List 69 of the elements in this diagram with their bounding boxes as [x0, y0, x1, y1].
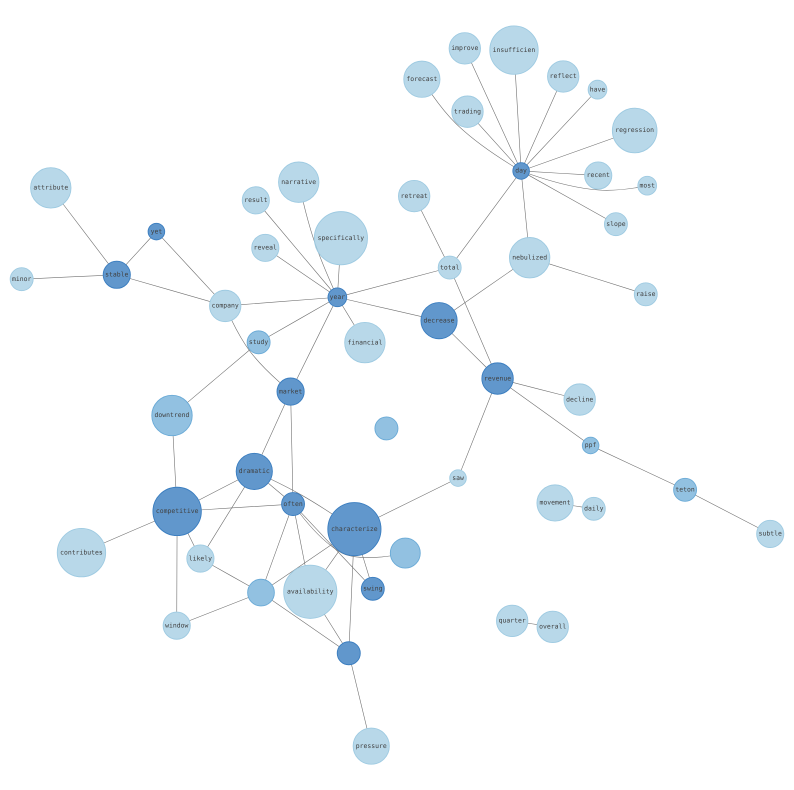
- connector: [104, 520, 155, 544]
- connector: [272, 544, 333, 586]
- node-circle: [374, 416, 398, 440]
- connector: [189, 597, 249, 621]
- connector: [528, 174, 606, 219]
- connector: [342, 305, 355, 326]
- connector: [524, 90, 558, 164]
- connector: [188, 533, 195, 547]
- connector: [512, 382, 565, 396]
- connector: [526, 96, 592, 166]
- connector: [294, 515, 306, 566]
- connector: [325, 550, 340, 570]
- connector: [201, 504, 282, 510]
- connector: [420, 210, 445, 258]
- connector: [176, 535, 178, 612]
- connector: [130, 278, 210, 302]
- connector: [346, 299, 422, 317]
- connector: [454, 278, 492, 364]
- connector: [515, 74, 521, 164]
- connector: [471, 62, 518, 164]
- connector: [454, 268, 514, 311]
- connector: [478, 123, 516, 165]
- connector: [527, 622, 538, 625]
- connector: [240, 298, 328, 306]
- connector: [290, 404, 294, 493]
- connector: [32, 275, 104, 279]
- connector: [265, 514, 290, 580]
- connector: [270, 478, 333, 514]
- connector: [324, 614, 343, 644]
- connector: [346, 270, 439, 296]
- connector: [598, 448, 675, 486]
- connector: [351, 664, 368, 729]
- connector: [572, 505, 583, 508]
- connector: [529, 171, 585, 175]
- connector: [432, 94, 514, 168]
- connector: [528, 174, 638, 191]
- connector: [510, 387, 584, 441]
- connector: [62, 204, 109, 264]
- connector: [162, 237, 215, 295]
- connector: [262, 404, 286, 456]
- connector: [296, 306, 334, 380]
- connector: [276, 255, 330, 292]
- connector: [272, 600, 340, 647]
- node-circle: [247, 578, 275, 606]
- node-circle: [390, 538, 421, 568]
- connector: [528, 138, 614, 168]
- node-circle: [336, 641, 361, 666]
- connector: [231, 320, 280, 383]
- connector: [212, 564, 250, 586]
- connector: [207, 486, 246, 548]
- connector: [172, 435, 176, 488]
- connector: [460, 392, 492, 471]
- connector: [264, 210, 332, 290]
- connector: [187, 349, 250, 403]
- connector: [268, 482, 285, 497]
- connector: [522, 178, 528, 238]
- connector: [268, 302, 330, 337]
- connector: [349, 556, 354, 642]
- connector: [126, 237, 152, 266]
- connector: [198, 479, 239, 500]
- connector: [300, 512, 366, 581]
- connector: [456, 177, 516, 259]
- connector: [338, 264, 340, 288]
- connector: [378, 481, 451, 518]
- connector: [362, 554, 370, 578]
- connector: [548, 264, 635, 292]
- connector: [695, 494, 758, 528]
- connector: [300, 513, 391, 558]
- connector: [452, 333, 487, 368]
